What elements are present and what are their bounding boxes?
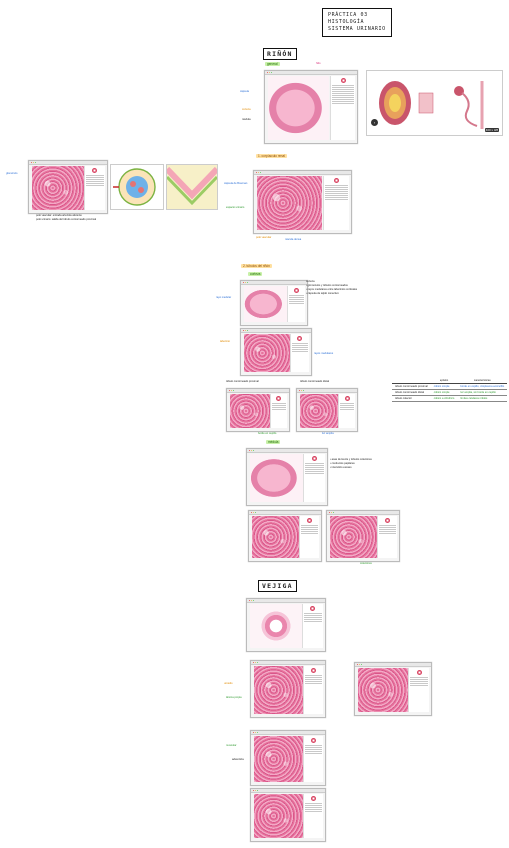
table-row: túbulo colector cúbico a cilíndrico lími…	[392, 395, 508, 402]
section-vejiga: VEJIGA	[258, 580, 297, 592]
micrograph-tcp[interactable]	[226, 388, 290, 432]
caption-polo-vascular: polo vascular: entrada arteriola aferent…	[36, 214, 82, 217]
table-row: túbulo contorneado distal cúbico simple …	[392, 389, 508, 396]
note-colectores: colectores	[360, 562, 372, 565]
tag-corteza: corteza	[248, 272, 263, 276]
note-polo-vascular: polo vascular	[256, 236, 272, 239]
micrograph-vejiga-pared[interactable]	[250, 660, 326, 718]
list-corteza-title: corteza	[306, 280, 315, 283]
note-glomerulo: glomérulo	[6, 172, 18, 175]
micrograph-medula-asas[interactable]	[248, 510, 322, 562]
label-tcp: túbulo contorneado proximal	[226, 380, 259, 383]
micrograph-corpusculo[interactable]	[253, 170, 352, 234]
zoom-label: 400 x 3/8	[484, 128, 499, 132]
micrograph-glomerulo[interactable]	[28, 160, 108, 214]
note-capsula-bowman: cápsula de Bowman	[224, 182, 248, 185]
micrograph-medula[interactable]	[246, 448, 328, 506]
micrograph-vejiga-muscular[interactable]	[250, 730, 326, 786]
note-medula: médula	[242, 118, 251, 121]
kidney-diagram-svg	[379, 81, 484, 129]
table-header-1: epitelio	[430, 378, 458, 384]
micrograph-medula-colectores[interactable]	[326, 510, 400, 562]
title-line-3: SISTEMA URINARIO	[328, 26, 386, 32]
note-orange-mark: ·	[372, 568, 373, 571]
micrograph-urotelio[interactable]	[354, 662, 432, 716]
table-header-2: características	[457, 378, 508, 384]
note-urotelio: urotelio	[224, 682, 233, 685]
title-line-1: PRÁCTICA 03	[328, 12, 368, 18]
tag-corpusculo: 1. corpúsculo renal	[256, 154, 287, 158]
note-capsula: cápsula	[240, 90, 249, 93]
list-medula-3: • intersticio escaso	[330, 466, 352, 469]
micrograph-kidney-general[interactable]	[264, 70, 358, 144]
note-muscular-1: muscular	[226, 744, 237, 747]
note-muscular-2: adventicia	[232, 758, 244, 761]
micrograph-tcd[interactable]	[296, 388, 358, 432]
list-corteza-2: • rayos medulares entre laberintos corti…	[306, 288, 358, 291]
table-header-0	[392, 378, 431, 384]
corpusculo-diagram	[110, 164, 164, 210]
tag-general: general	[265, 62, 280, 66]
note-hilio: hilio	[316, 62, 321, 65]
note-espacio-urinario: espacio urinario	[226, 206, 245, 209]
tag-tubulos: 2. túbulos del riñón	[241, 264, 272, 268]
filtration-barrier-diagram	[166, 164, 218, 210]
note-laberinto: laberinto	[220, 340, 230, 343]
title-line-2: HISTOLOGÍA	[328, 19, 365, 25]
micrograph-laberinto[interactable]	[240, 328, 312, 376]
label-tcd: túbulo contorneado distal	[300, 380, 329, 383]
comparison-table: epitelio características túbulo contorne…	[392, 378, 508, 402]
section-rinon: RIÑÓN	[263, 48, 297, 60]
list-corteza-3: • cápsula de tejido conectivo	[306, 292, 339, 295]
note-tcp-green: borde en cepillo	[258, 432, 277, 435]
caption-polo-urinario: polo urinario: salida del túbulo contorn…	[36, 218, 97, 221]
page-title: PRÁCTICA 03 HISTOLOGÍA SISTEMA URINARIO	[322, 8, 392, 37]
note-macula-densa: mácula densa	[285, 238, 302, 241]
micrograph-vejiga-general[interactable]	[246, 598, 326, 652]
kidney-nephron-diagram: › 400 x 3/8	[366, 70, 503, 136]
list-medula-1: • asas de Henle y túbulos colectores	[330, 458, 372, 461]
note-corteza: corteza	[242, 108, 251, 111]
note-rayos: rayos medulares	[314, 352, 334, 355]
micrograph-vejiga-adventicia[interactable]	[250, 788, 326, 842]
note-lamina-propia: lámina propia	[226, 696, 242, 699]
note-corteza-side: rayo medular	[216, 296, 232, 299]
tag-medula: médula	[266, 440, 281, 444]
table-row: túbulo contorneado proximal cúbico simpl…	[392, 383, 508, 390]
list-corteza-1: • glomérulos y túbulos contorneados	[306, 284, 348, 287]
list-medula-2: • conductos papilares	[330, 462, 355, 465]
micrograph-corteza[interactable]	[240, 280, 308, 326]
note-tcd-blue: luz amplia	[322, 432, 334, 435]
